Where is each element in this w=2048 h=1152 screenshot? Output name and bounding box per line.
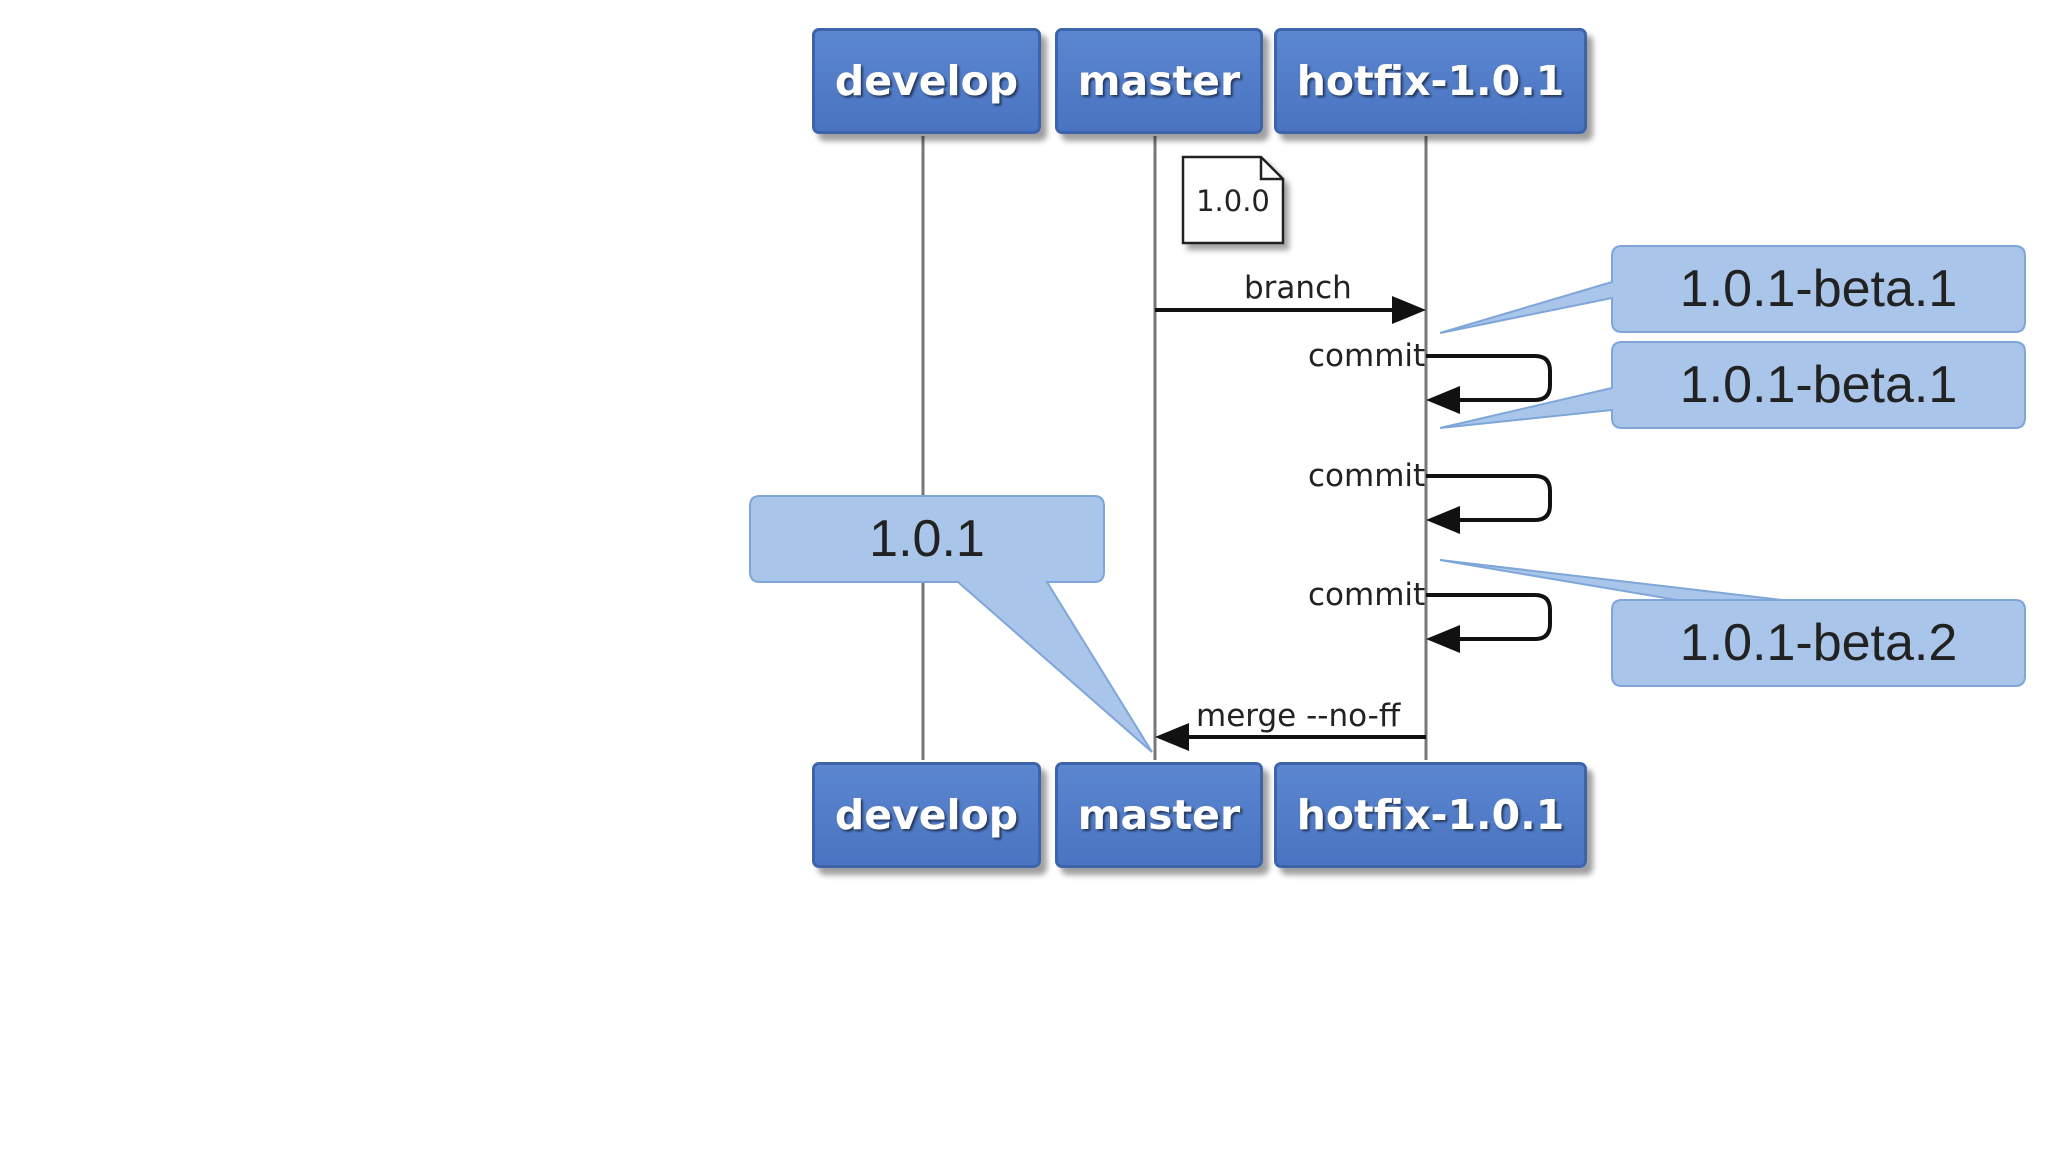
commit-1-arrowhead [1426,386,1460,414]
hotfix-lane-header-top: hotfix-1.0.1 [1274,28,1587,134]
develop-lane-header-top: develop [812,28,1041,134]
commit-2-arrowhead [1426,506,1460,534]
commit-3-label: commit [1308,577,1426,613]
merge-label: merge --no-ff [1196,698,1401,734]
commit-2-loop [1426,474,1552,522]
commit-1-label: commit [1308,338,1426,374]
branch-label: branch [1244,270,1352,306]
callout-beta-2-shape [1439,559,2026,687]
callout-beta-2-label: 1.0.1-beta.2 [1679,614,1958,672]
version-note-label: 1.0.0 [1196,184,1270,218]
version-note-shape [1181,155,1285,245]
commit-3-arrowhead [1426,625,1460,653]
merge-arrowhead [1155,723,1189,751]
master-lane-header-bottom: master [1055,762,1263,868]
branch-arrowhead [1392,296,1426,324]
hotfix-lane-header-bottom: hotfix-1.0.1 [1274,762,1587,868]
callout-beta-1-second-shape [1439,341,2026,429]
version-note-fold [1259,157,1283,181]
commit-2-label: commit [1308,458,1426,494]
master-lane-header-top: master [1055,28,1263,134]
callout-beta-1-first-label: 1.0.1-beta.1 [1679,260,1958,318]
commit-3-loop [1426,593,1552,641]
callout-beta-1-second-label: 1.0.1-beta.1 [1679,356,1958,414]
callout-release-label: 1.0.1 [869,510,985,568]
commit-1-loop [1426,354,1552,402]
callout-release-shape [749,495,1153,753]
callout-beta-1-first-shape [1439,245,2026,334]
develop-lane-header-bottom: develop [812,762,1041,868]
